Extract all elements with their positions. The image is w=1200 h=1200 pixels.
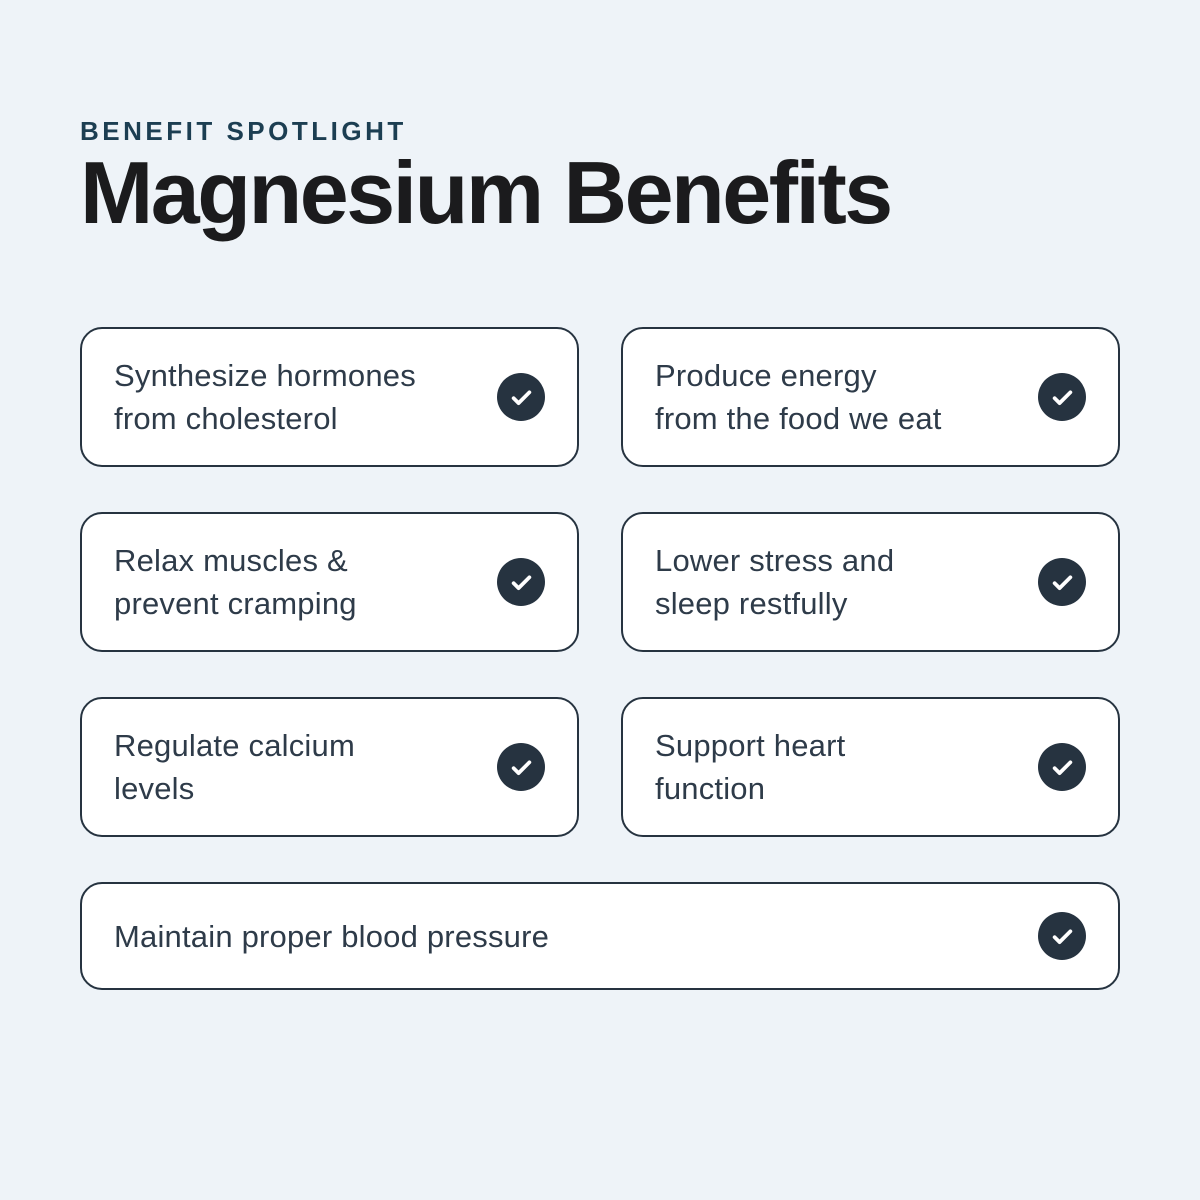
check-icon [1038, 912, 1086, 960]
benefit-card: Lower stress and sleep restfully [621, 512, 1120, 652]
check-icon [497, 373, 545, 421]
benefit-text: Produce energy from the food we eat [655, 358, 942, 436]
benefit-text: Lower stress and sleep restfully [655, 543, 895, 621]
benefit-card: Produce energy from the food we eat [621, 327, 1120, 467]
benefit-card: Regulate calcium levels [80, 697, 579, 837]
benefit-card: Synthesize hormones from cholesterol [80, 327, 579, 467]
benefit-text: Maintain proper blood pressure [114, 918, 550, 954]
benefit-card: Relax muscles & prevent cramping [80, 512, 579, 652]
benefit-card: Support heart function [621, 697, 1120, 837]
benefit-text: Relax muscles & prevent cramping [114, 543, 357, 621]
check-icon [497, 558, 545, 606]
check-icon [497, 743, 545, 791]
benefit-text: Synthesize hormones from cholesterol [114, 358, 416, 436]
benefit-text: Support heart function [655, 728, 846, 806]
check-icon [1038, 743, 1086, 791]
benefit-text: Regulate calcium levels [114, 728, 355, 806]
check-icon [1038, 558, 1086, 606]
benefit-card-grid: Synthesize hormones from cholesterol Pro… [80, 327, 1120, 990]
benefit-card: Maintain proper blood pressure [80, 882, 1120, 990]
check-icon [1038, 373, 1086, 421]
page-title: Magnesium Benefits [80, 143, 893, 242]
eyebrow-label: BENEFIT SPOTLIGHT [80, 116, 407, 146]
